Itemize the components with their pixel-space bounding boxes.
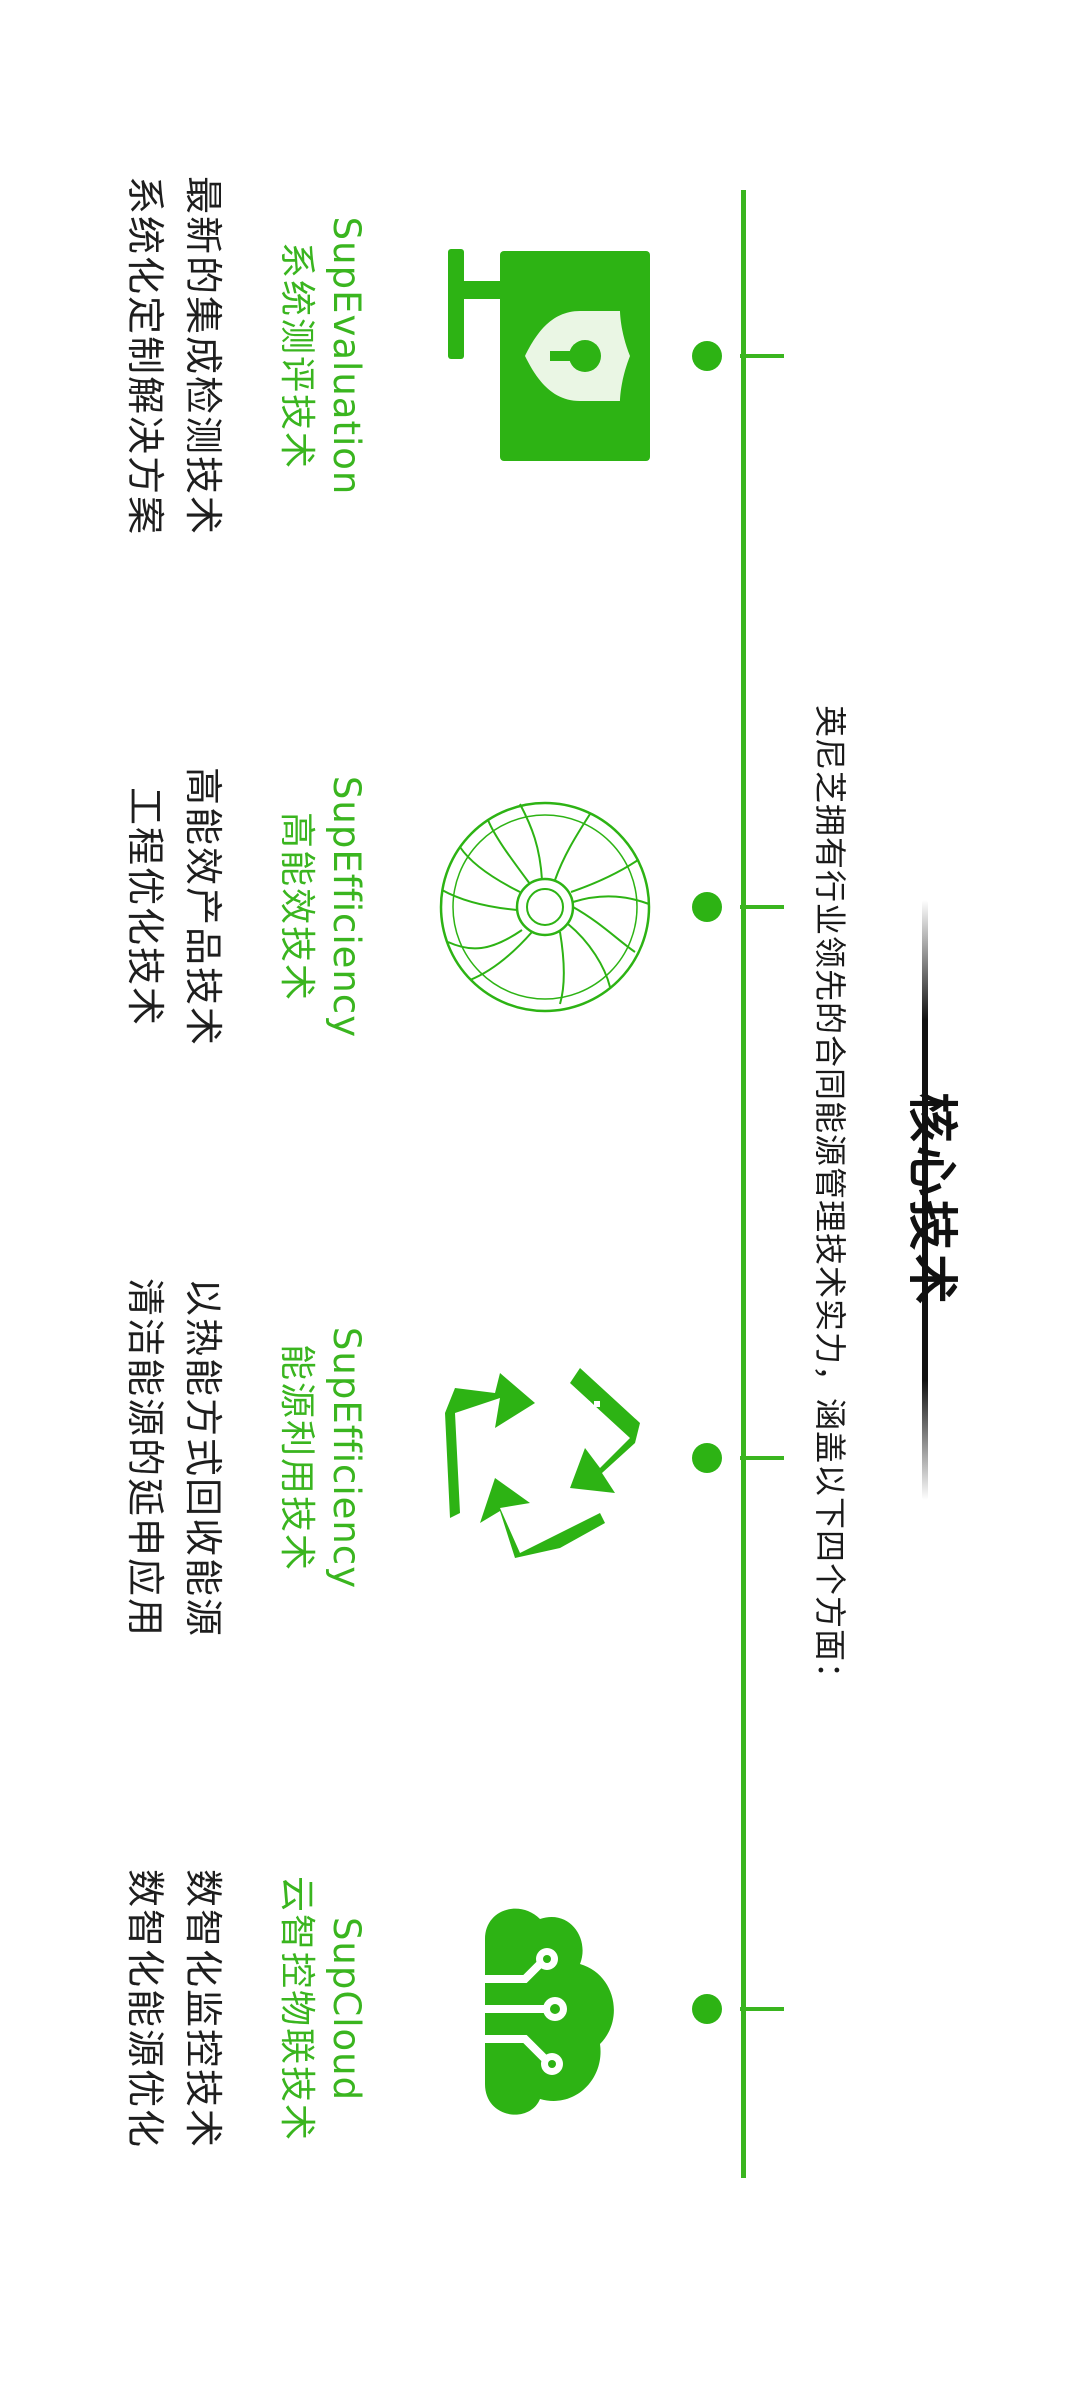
timeline-tick — [740, 905, 784, 909]
timeline-dot — [692, 341, 722, 371]
timeline-tick — [740, 354, 784, 358]
timeline-dot — [692, 1443, 722, 1473]
item-desc-line: 数智化能源优化 — [123, 1868, 167, 2149]
timeline-tick — [740, 2007, 784, 2011]
item-desc-line: 最新的集成检测技术 — [181, 175, 225, 536]
title-divider — [922, 900, 928, 1500]
recycle-icon — [445, 1368, 640, 1558]
item-desc-line: 清洁能源的延申应用 — [123, 1277, 167, 1638]
item-desc-line: 数智化监控技术 — [181, 1868, 225, 2149]
item-desc-line: 以热能方式回收能源 — [181, 1277, 225, 1638]
item-title: SupEvaluation — [325, 216, 368, 496]
timeline-line — [741, 190, 746, 2178]
tech-item: SupEfficiency 能源利用技术 以热能方式回收能源 清洁能源的延申应用 — [116, 1158, 370, 1758]
page-title: 核心技术 — [903, 1092, 961, 1308]
timeline-dot — [692, 892, 722, 922]
item-subtitle: 系统测评技术 — [276, 241, 317, 470]
item-title: SupCloud — [325, 1916, 368, 2102]
item-title: SupEfficiency — [325, 775, 368, 1039]
item-desc-line: 工程优化技术 — [123, 786, 167, 1027]
cloud-network-icon — [481, 1908, 614, 2115]
item-subtitle: 云智控物联技术 — [276, 1875, 317, 2142]
item-title: SupEfficiency — [325, 1326, 368, 1590]
item-desc-line: 高能效产品技术 — [181, 766, 225, 1047]
item-subtitle: 能源利用技术 — [276, 1343, 317, 1572]
item-desc-line: 系统化定制解决方案 — [123, 175, 167, 536]
security-monitor-icon — [448, 249, 650, 461]
item-subtitle: 高能效技术 — [276, 811, 317, 1002]
intro-text: 英尼芝拥有行业领先的合同能源管理技术实力，涵盖以下四个方面： — [811, 704, 849, 1695]
tech-item: SupCloud 云智控物联技术 数智化监控技术 数智化能源优化 — [116, 1709, 370, 2309]
tech-item: SupEvaluation 系统测评技术 最新的集成检测技术 系统化定制解决方案 — [116, 56, 370, 656]
turbine-fan-icon — [439, 801, 651, 1013]
tech-item: SupEfficiency 高能效技术 高能效产品技术 工程优化技术 — [116, 607, 370, 1207]
timeline-tick — [740, 1456, 784, 1460]
timeline-dot — [692, 1994, 722, 2024]
